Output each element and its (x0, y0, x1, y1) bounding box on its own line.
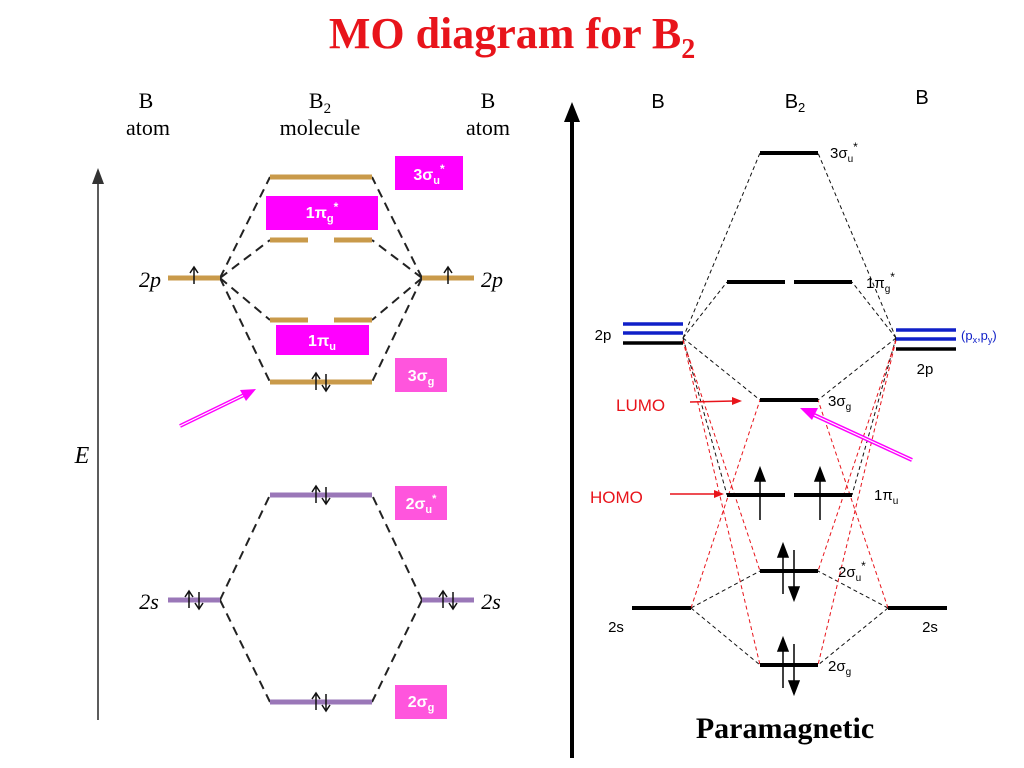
right-b2-label: B2 (785, 91, 806, 115)
badge-pi1g: 1πg* (266, 196, 378, 230)
left-atom-label: B (139, 88, 154, 113)
right-sigma2u-label: 2σu* (838, 559, 866, 584)
paired-electrons-icon (311, 484, 331, 506)
energy-axis-label: E (74, 443, 90, 469)
homo-label: HOMO (590, 488, 643, 507)
svg-text:1πu: 1πu (308, 333, 336, 353)
right-right-2p-label: 2p (917, 361, 934, 378)
right-sigma2g-label: 2σg (828, 658, 851, 678)
up-electron-icon (443, 265, 453, 284)
right-sigma3u-label: 3σu* (830, 140, 858, 165)
right-correlation-lines (682, 152, 897, 666)
magnetism-conclusion: Paramagnetic (695, 712, 875, 745)
badge-sigma2g: 2σg (395, 685, 447, 719)
paired-electrons-icon (311, 371, 331, 393)
paired-electrons-icon (438, 589, 458, 611)
right-right-2s-label: 2s (922, 619, 938, 636)
svg-text:3σu*: 3σu* (413, 162, 445, 187)
left-2p-label: 2p (139, 267, 161, 292)
correlation-lines (219, 176, 423, 703)
right-electrons (753, 465, 827, 697)
left-2s-label: 2s (139, 589, 159, 614)
badge-pi1u: 1πu (276, 325, 369, 355)
right-b-left-label: B (651, 91, 664, 113)
svg-text:1πg*: 1πg* (306, 200, 339, 225)
left-electrons (184, 265, 458, 713)
right-2p-label: 2p (481, 267, 503, 292)
up-electron-icon (189, 265, 199, 284)
pointer-arrow-icon (800, 408, 913, 462)
right-pi1u-label: 1πu (874, 487, 898, 507)
homo-arrow-icon (670, 490, 724, 498)
badge-sigma3g: 3σg (395, 358, 447, 392)
s-levels (168, 492, 474, 705)
right-energy-axis-arrowhead (564, 102, 580, 122)
right-b-right-label: B (915, 87, 928, 109)
page-title: MO diagram for B2 (328, 9, 696, 65)
pxpy-label: (px,py) (961, 328, 997, 345)
right-2s-label: 2s (481, 589, 501, 614)
right-left-2p-label: 2p (595, 327, 612, 344)
left-atom-sublabel: atom (126, 115, 170, 140)
right-mo-levels (632, 151, 947, 667)
paired-electrons-icon (311, 691, 331, 713)
sp-mixing-lines (682, 339, 897, 666)
paired-electrons-icon (776, 635, 801, 697)
badge-sigma2u: 2σu* (395, 486, 447, 520)
p-levels (168, 174, 474, 385)
svg-text:2σg: 2σg (408, 694, 435, 714)
badge-sigma3u: 3σu* (395, 156, 463, 190)
molecule-label: B2 (309, 88, 331, 117)
molecule-sublabel: molecule (280, 115, 361, 140)
pointer-arrow-icon (179, 389, 256, 428)
paired-electrons-icon (184, 589, 204, 611)
left-panel: B atom B2 molecule B atom E (74, 88, 510, 720)
paired-electrons-icon (776, 541, 801, 603)
lumo-arrow-icon (689, 397, 742, 405)
svg-text:2σu*: 2σu* (406, 493, 438, 516)
right-panel: B B2 B (564, 87, 997, 758)
right-atom-sublabel: atom (466, 115, 510, 140)
lumo-label: LUMO (616, 396, 665, 415)
right-left-2s-label: 2s (608, 619, 624, 636)
energy-axis-arrowhead (92, 168, 104, 184)
right-sigma3g-label: 3σg (828, 393, 851, 413)
right-pi1g-label: 1πg* (866, 270, 895, 295)
up-electron-icon (753, 465, 767, 520)
right-2p-levels (623, 322, 956, 351)
up-electron-icon (813, 465, 827, 520)
svg-text:3σg: 3σg (408, 368, 435, 388)
right-atom-label: B (481, 88, 496, 113)
